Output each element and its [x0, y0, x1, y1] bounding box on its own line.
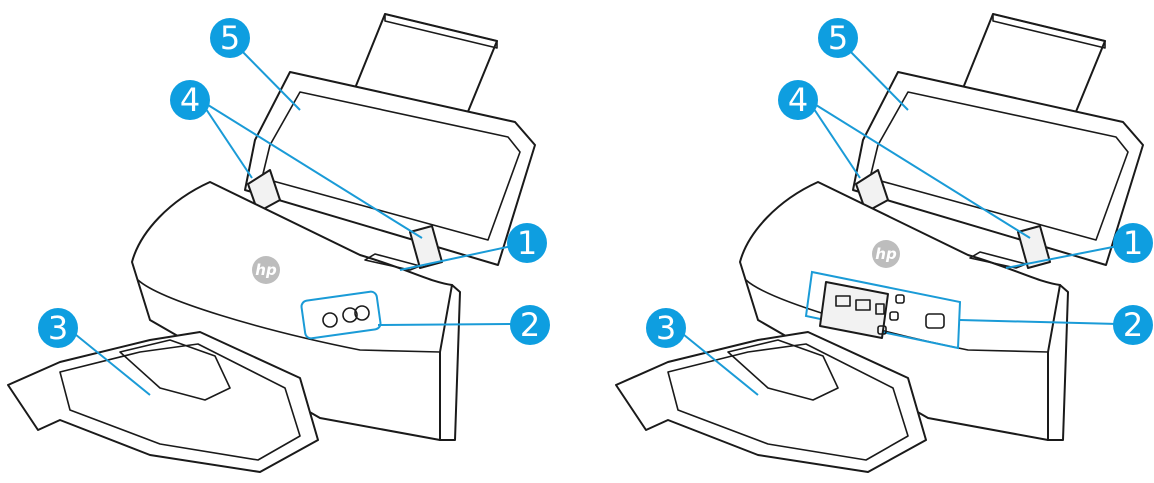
right-callout-2-label: 2	[1123, 306, 1143, 344]
left-callout-2	[510, 305, 550, 345]
left-hp-logo-text: hp	[255, 261, 277, 279]
right-callout-2	[1113, 305, 1153, 345]
right-callout-1-label: 1	[1123, 224, 1143, 262]
left-callout-1	[507, 223, 547, 263]
left-leaders	[69, 42, 513, 396]
right-callout-4-label: 4	[788, 81, 808, 119]
left-hp-logo	[252, 256, 280, 284]
right-scanner: hp	[615, 13, 1144, 473]
left-input-tray	[244, 71, 536, 266]
left-callouts: 1 2 3 4 5	[38, 18, 550, 348]
left-callout-4-label: 4	[180, 81, 200, 119]
left-callout-5-label: 5	[220, 19, 240, 57]
right-output-tray	[615, 331, 927, 473]
right-control-panel-highlight	[804, 270, 962, 350]
right-callout-1	[1113, 223, 1153, 263]
right-callout-3	[646, 308, 686, 348]
right-hp-logo-text: hp	[875, 245, 897, 263]
left-callout-1-label: 1	[517, 224, 537, 262]
right-callouts: 1 2 3 4 5	[646, 18, 1153, 348]
left-scanner: hp	[7, 13, 536, 473]
left-callout-5	[210, 18, 250, 58]
left-callout-3	[38, 308, 78, 348]
right-leaders	[677, 42, 1119, 396]
right-callout-5	[818, 18, 858, 58]
right-scanner-body	[739, 181, 1061, 441]
right-callout-4	[778, 80, 818, 120]
right-hp-logo	[872, 240, 900, 268]
right-callout-5-label: 5	[828, 19, 848, 57]
left-output-tray	[7, 331, 319, 473]
right-callout-3-label: 3	[656, 309, 676, 347]
left-callout-4	[170, 80, 210, 120]
left-callout-3-label: 3	[48, 309, 68, 347]
left-callout-2-label: 2	[520, 306, 540, 344]
left-control-panel-highlight	[300, 290, 382, 340]
right-input-tray	[852, 71, 1144, 266]
